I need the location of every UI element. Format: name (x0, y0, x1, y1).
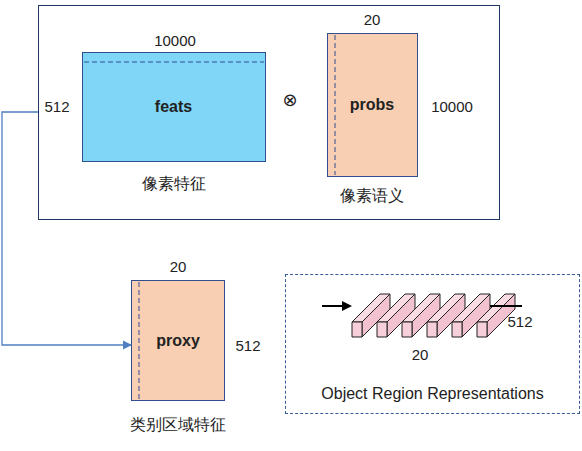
slab-face (487, 294, 515, 337)
slab-face (462, 294, 490, 337)
dimension-label: 20 (170, 258, 187, 275)
slab-face (437, 294, 465, 337)
slab-face (477, 294, 515, 322)
flow-connector (2, 112, 131, 345)
slab-face (452, 322, 462, 337)
dashed-row (84, 62, 264, 63)
slab-face (402, 294, 440, 322)
dashed-column (335, 35, 336, 175)
caption-text: 类别区域特征 (130, 415, 226, 436)
caption-text: Object Region Representations (321, 385, 543, 403)
representation-panel: Object Region Representations (285, 274, 580, 414)
slab-face (452, 294, 490, 322)
matrix-name: probs (350, 96, 394, 114)
input-arrow (322, 305, 344, 307)
dimension-label: 20 (412, 346, 429, 363)
slab (352, 294, 390, 337)
proxy-matrix: proxy类别区域特征 (131, 280, 225, 401)
slab-face (427, 294, 465, 322)
slab-face (377, 294, 415, 322)
probs-matrix: probs像素语义 (327, 33, 418, 177)
caption-text: 像素语义 (340, 186, 404, 207)
operator-symbol: ⊗ (282, 89, 297, 111)
dimension-label: 10000 (154, 32, 196, 49)
slab-face (402, 322, 412, 337)
slab (452, 294, 490, 337)
slab (402, 294, 440, 337)
slab (477, 294, 515, 337)
region-slabs (352, 294, 515, 337)
slab-face (362, 294, 390, 337)
dimension-label: 512 (507, 313, 532, 330)
dimension-label: 512 (44, 98, 69, 115)
matrix-name: feats (155, 98, 192, 116)
slab-face (387, 294, 415, 337)
output-line (490, 305, 522, 307)
arrow-head (342, 301, 352, 311)
slab-face (477, 322, 487, 337)
dimension-label: 20 (364, 11, 381, 28)
dimension-label: 512 (235, 337, 260, 354)
slab-face (377, 322, 387, 337)
dimension-label: 10000 (431, 98, 473, 115)
slab (377, 294, 415, 337)
feats-matrix: feats像素特征 (82, 52, 266, 162)
slab-face (427, 322, 437, 337)
slab-face (412, 294, 440, 337)
caption-text: 像素特征 (142, 174, 206, 195)
dashed-column (139, 282, 140, 399)
slab (427, 294, 465, 337)
slab-face (352, 322, 362, 337)
outer-frame: feats像素特征probs像素语义 (38, 5, 500, 220)
slab-face (352, 294, 390, 322)
matrix-name: proxy (156, 332, 200, 350)
